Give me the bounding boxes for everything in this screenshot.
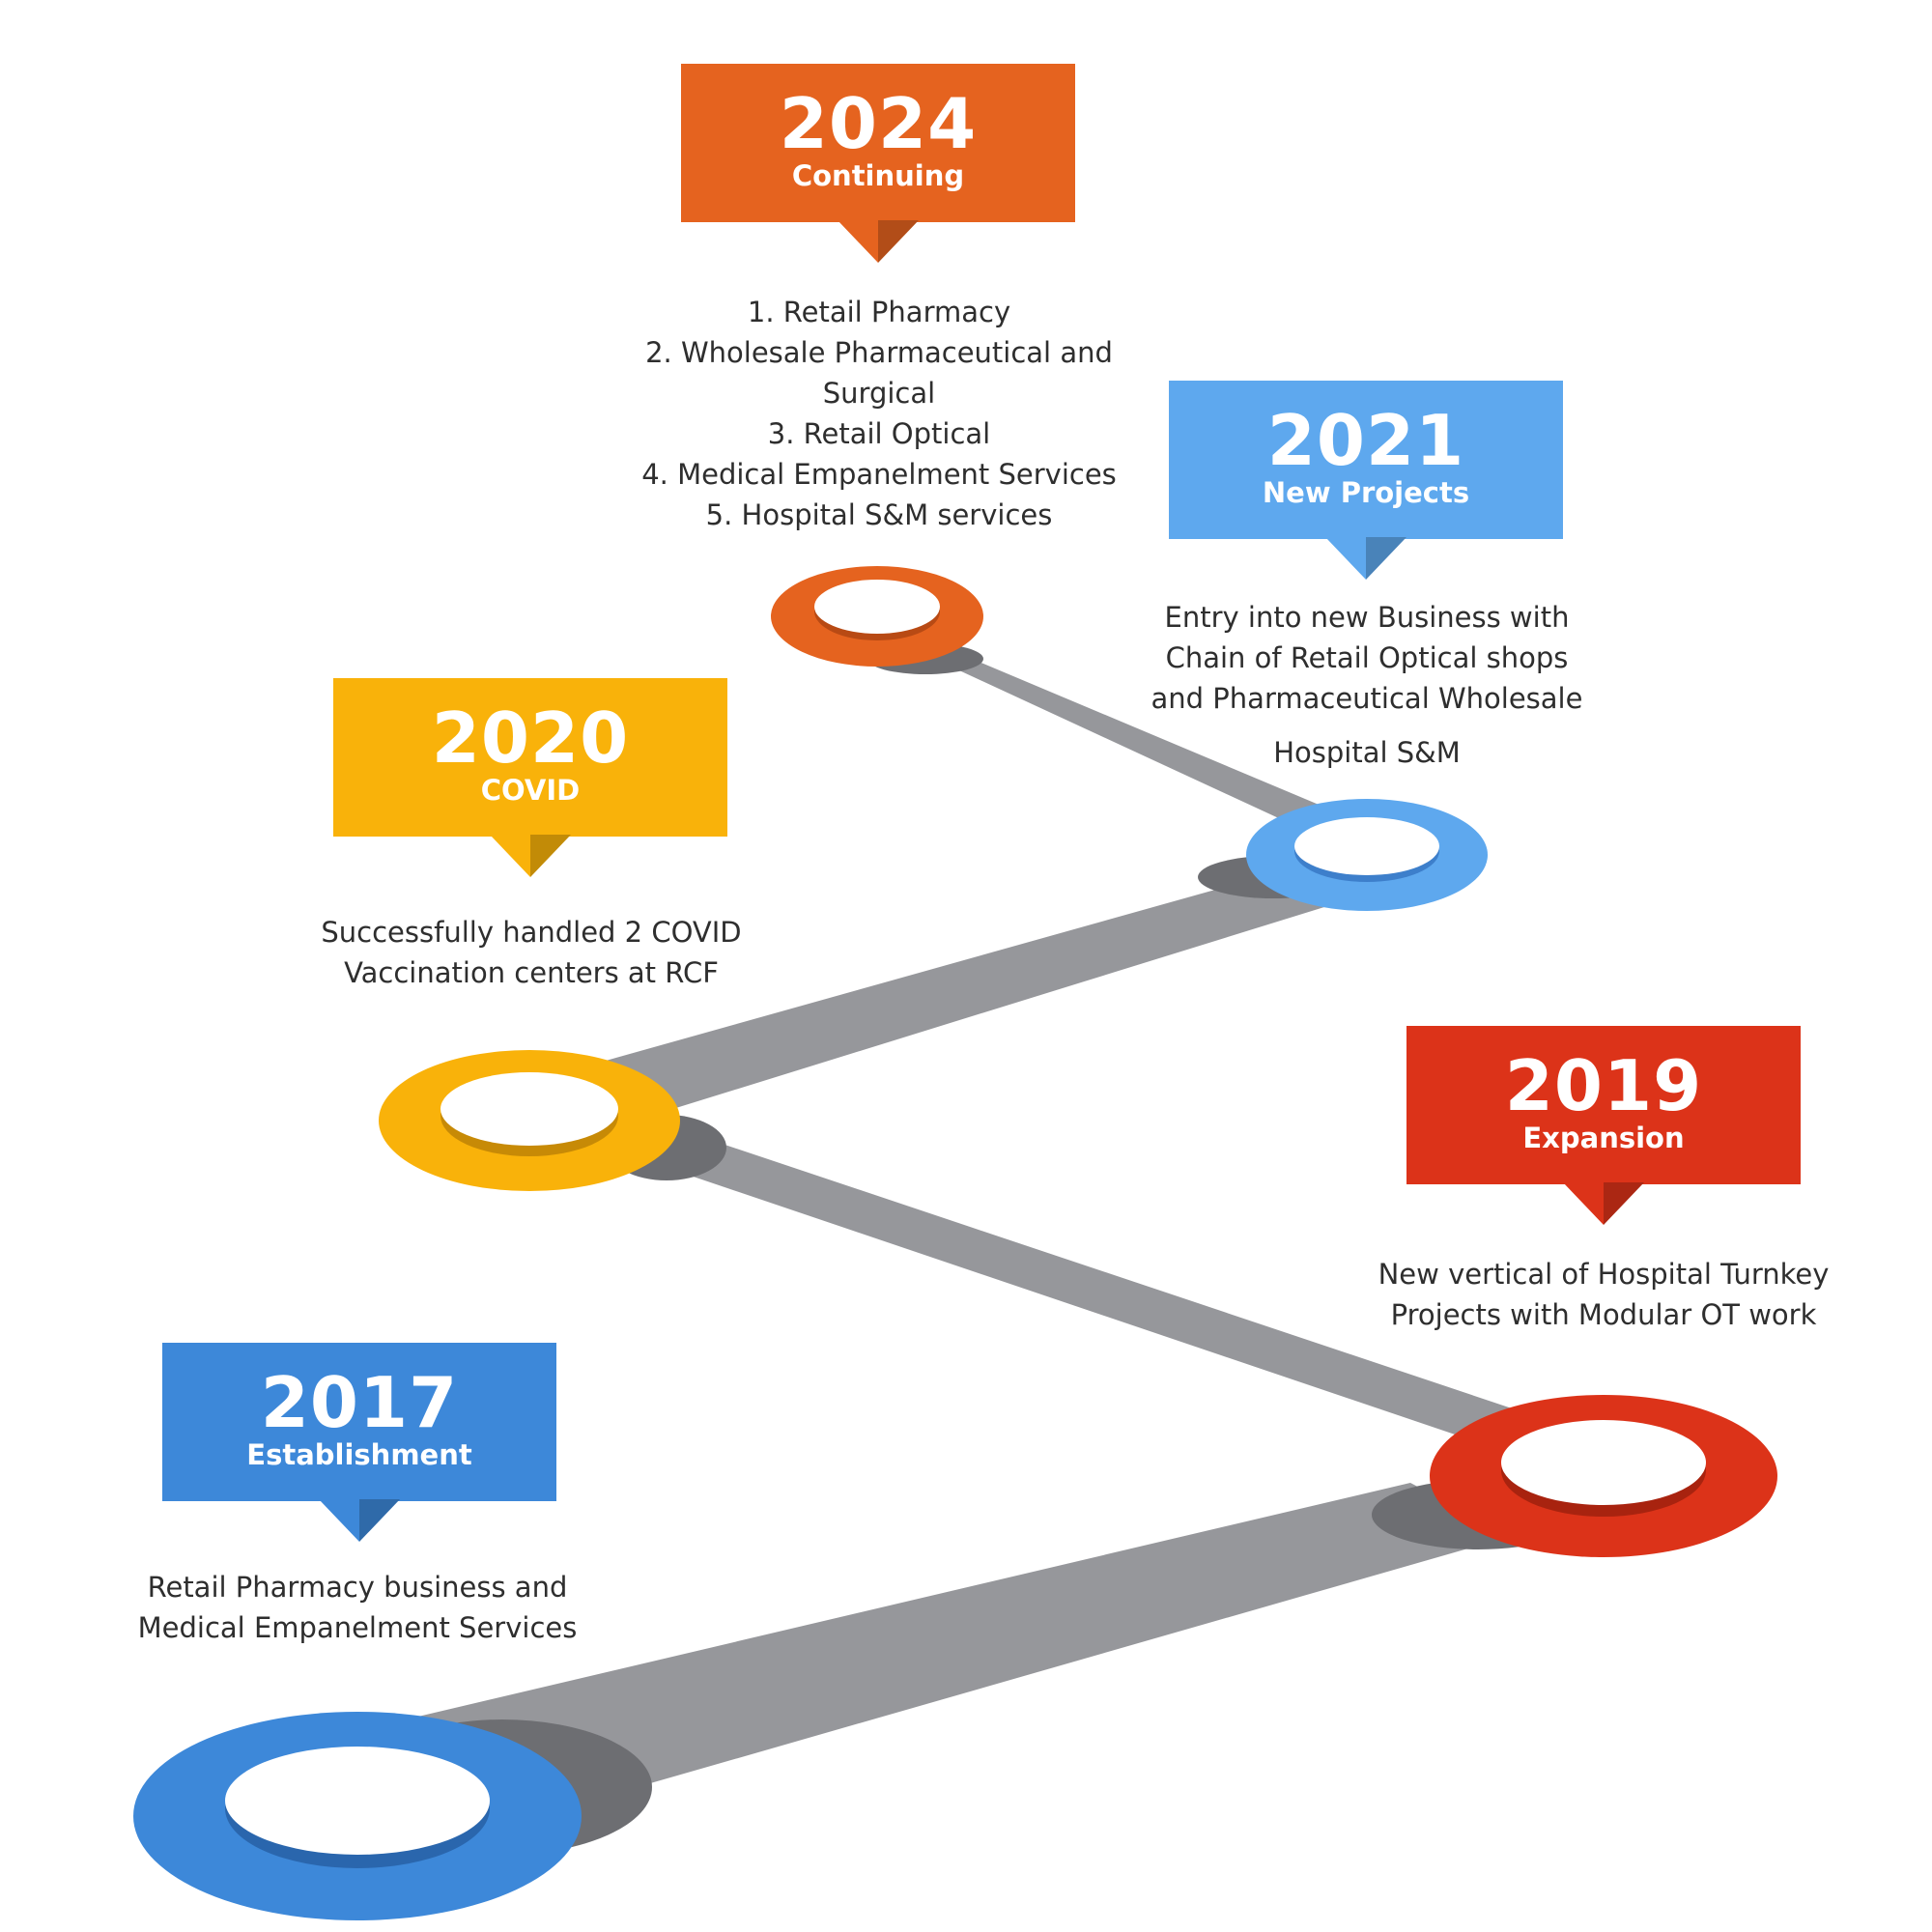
milestone-desc-2024: 1. Retail Pharmacy 2. Wholesale Pharmace… [589, 292, 1169, 535]
list-item: 2. Wholesale Pharmaceutical and [645, 336, 1113, 369]
milestone-box-2020: 2020 COVID [333, 678, 727, 877]
road-segment-2024-2021 [898, 628, 1348, 850]
milestone-year: 2017 [260, 1362, 459, 1443]
road-segment-2020-2019 [618, 1109, 1541, 1459]
desc-line: New vertical of Hospital Turnkey [1378, 1258, 1830, 1291]
milestone-desc-2019: New vertical of Hospital Turnkey Project… [1333, 1254, 1874, 1335]
road-segment-2021-2020 [599, 867, 1352, 1111]
desc-line: Projects with Modular OT work [1390, 1298, 1817, 1331]
milestone-year: 2019 [1504, 1045, 1703, 1126]
road-segment-2019-2017 [406, 1483, 1512, 1816]
list-item: 5. Hospital S&M services [705, 498, 1053, 531]
milestone-year: 2020 [431, 697, 630, 779]
desc-line: Chain of Retail Optical shops [1165, 641, 1569, 674]
milestone-year: 2024 [779, 83, 978, 164]
milestone-subtitle: New Projects [1262, 476, 1470, 509]
desc-line: Medical Empanelment Services [137, 1611, 578, 1644]
milestone-box-2024: 2024 Continuing [681, 64, 1075, 263]
list-item: 4. Medical Empanelment Services [641, 458, 1117, 491]
milestone-box-2021: 2021 New Projects [1169, 381, 1563, 580]
list-item: Surgical [822, 377, 936, 410]
ring-2017 [133, 1712, 582, 1920]
ring-2019 [1430, 1395, 1777, 1557]
milestone-subtitle: Establishment [246, 1438, 472, 1471]
desc-line: Successfully handled 2 COVID [321, 916, 742, 949]
desc-line: and Pharmaceutical Wholesale [1151, 682, 1583, 715]
list-item: 1. Retail Pharmacy [747, 296, 1011, 328]
milestone-subtitle: COVID [480, 774, 581, 807]
desc-line: Retail Pharmacy business and [147, 1571, 568, 1604]
desc-line: Vaccination centers at RCF [344, 956, 719, 989]
milestone-subtitle: Expansion [1522, 1122, 1685, 1154]
milestone-subtitle: Continuing [791, 159, 965, 192]
desc-line: Entry into new Business with [1164, 601, 1570, 634]
milestone-desc-2020: Successfully handled 2 COVID Vaccination… [280, 912, 782, 993]
milestone-desc-2021: Entry into new Business with Chain of Re… [1101, 597, 1633, 773]
milestone-year: 2021 [1266, 400, 1465, 481]
ring-2020 [379, 1050, 680, 1191]
ring-2024 [771, 566, 983, 667]
ring-2021 [1246, 799, 1488, 911]
milestone-box-2017: 2017 Establishment [162, 1343, 556, 1542]
desc-extra: Hospital S&M [1273, 736, 1461, 769]
milestone-desc-2017: Retail Pharmacy business and Medical Emp… [97, 1567, 618, 1648]
milestone-box-2019: 2019 Expansion [1406, 1026, 1801, 1225]
list-item: 3. Retail Optical [767, 417, 991, 450]
